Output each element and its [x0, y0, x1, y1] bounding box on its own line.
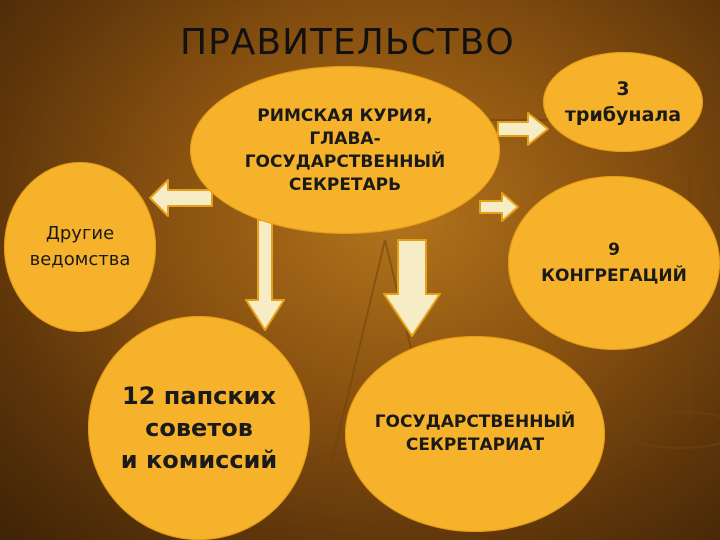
roman-curia-node: РИМСКАЯ КУРИЯ, ГЛАВА- ГОСУДАРСТВЕННЫЙ СЕ… — [190, 66, 500, 234]
congregations-node: 9 КОНГРЕГАЦИЙ — [508, 176, 720, 350]
other-departments-node: Другие ведомства — [4, 162, 156, 332]
arrow-to-councils — [245, 219, 285, 331]
arrow-to-tribunals — [497, 112, 549, 146]
arrow-to-other-departments — [149, 179, 213, 217]
papal-councils-node: 12 папских советов и комиссий — [88, 316, 310, 540]
arrow-to-congregations — [479, 192, 519, 222]
arrow-to-secretariat — [383, 239, 441, 337]
page-title: ПРАВИТЕЛЬСТВО — [180, 22, 515, 63]
tribunals-node: 3 трибунала — [543, 52, 703, 152]
state-secretariat-node: ГОСУДАРСТВЕННЫЙ СЕКРЕТАРИАТ — [345, 336, 605, 532]
